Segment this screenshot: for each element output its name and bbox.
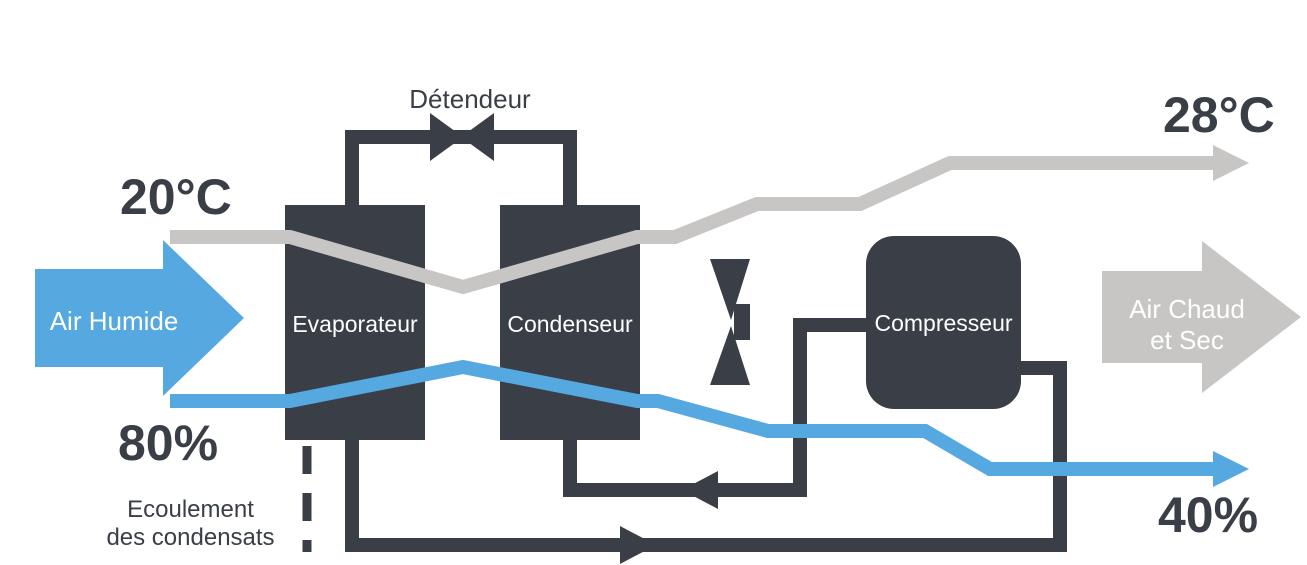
expansion-pipe (345, 130, 577, 208)
humid-air-arrowhead-icon (1213, 451, 1249, 487)
warm-air-line (170, 156, 1213, 295)
condensate-label-line2: des condensats (106, 524, 275, 551)
inlet-air-label: Air Humide (49, 306, 179, 336)
outlet-temperature: 28°C (1163, 87, 1275, 143)
evaporator-label: Evaporateur (292, 311, 418, 337)
warm-air-arrowhead-icon (1213, 145, 1249, 181)
valve-icon (430, 113, 463, 161)
outlet-air-label: Air Chaud et Sec (1107, 294, 1267, 356)
outlet-arrow-icon (1102, 241, 1301, 393)
condenser-label: Condenseur (507, 311, 633, 337)
compressor-block (866, 236, 1021, 409)
fan-icon (710, 259, 750, 385)
humid-air-line (170, 359, 1213, 476)
inlet-humidity: 80% (118, 415, 219, 471)
valve-icon (461, 113, 494, 161)
outlet-humidity: 40% (1158, 487, 1259, 543)
outlet-air-label-line1: Air Chaud (1129, 294, 1245, 324)
arrow-right-icon (620, 526, 656, 564)
condensate-label-line1: Ecoulement (127, 496, 254, 523)
inlet-arrow-icon (35, 240, 244, 396)
suction-pipe (345, 361, 1067, 552)
compressor-label: Compresseur (874, 310, 1013, 336)
expansion-valve-label: Détendeur (409, 84, 531, 114)
outlet-air-label-line2: et Sec (1150, 325, 1224, 356)
discharge-pipe (563, 318, 868, 497)
inlet-temperature: 20°C (120, 169, 232, 225)
condensate-label: Ecoulement des condensats (88, 496, 293, 552)
arrow-left-icon (682, 471, 718, 509)
